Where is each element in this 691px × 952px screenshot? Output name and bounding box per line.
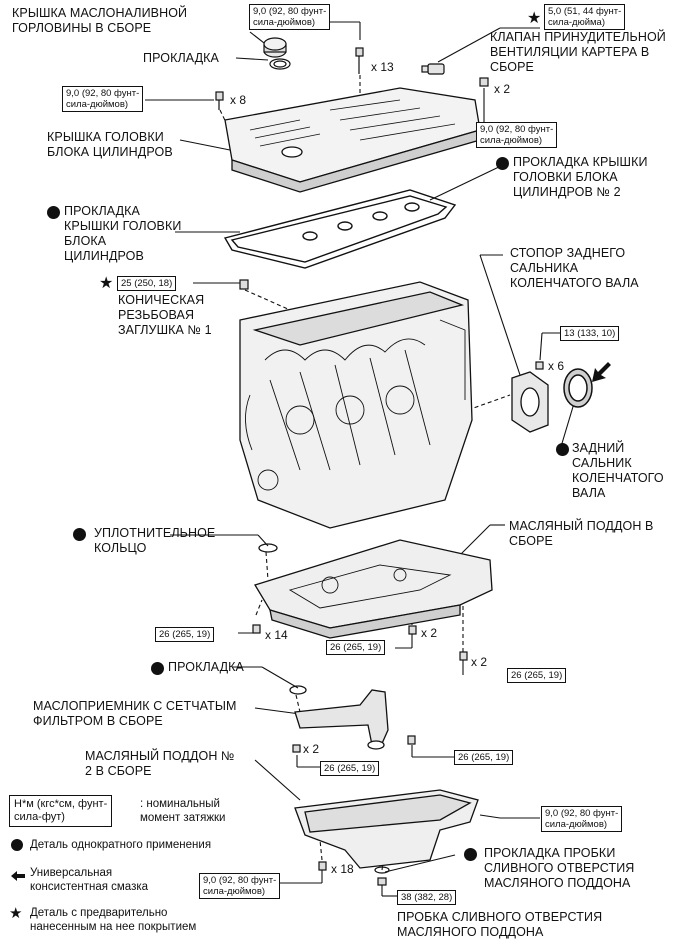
torque-plug: 25 (250, 18) — [117, 276, 177, 291]
qty-x14: x 14 — [265, 628, 288, 642]
oil-filler-cap-drawing — [263, 37, 291, 70]
non-reusable-icon — [151, 662, 164, 675]
qty-x2-mid: x 2 — [421, 626, 438, 640]
label-drain-plug-gasket: ПРОКЛАДКА ПРОБКИ СЛИВНОГО ОТВЕРСТИЯ МАСЛ… — [484, 846, 635, 890]
torque-pan2-left: 9,0 (92, 80 фунт- сила-дюймов) — [199, 873, 281, 899]
legend-torque-unit: Н*м (кгс*см, фунт- сила-фут) — [9, 795, 113, 827]
torque-strainer-bolt: 26 (265, 19) — [454, 750, 514, 765]
legend-non-reusable: Деталь однократного применения — [30, 839, 212, 851]
label-head-cover-gasket-2: ПРОКЛАДКА КРЫШКИ ГОЛОВКИ БЛОКА ЦИЛИНДРОВ… — [513, 155, 648, 199]
label-oil-pan-2: МАСЛЯНЫЙ ПОДДОН № 2 В СБОРЕ — [85, 749, 235, 778]
legend-precoated: Деталь с предварительно нанесенным на не… — [30, 907, 197, 933]
torque-drain: 38 (382, 28) — [397, 890, 457, 905]
label-rear-seal-retainer: СТОПОР ЗАДНЕГО САЛЬНИКА КОЛЕНЧАТОГО ВАЛА — [510, 246, 639, 290]
label-gasket-mid: ПРОКЛАДКА — [168, 660, 244, 674]
torque-strainer-nut: 26 (265, 19) — [320, 761, 380, 776]
torque-retainer: 13 (133, 10) — [560, 326, 620, 341]
legend-grease-icon — [11, 871, 25, 881]
o-ring-drawing — [258, 543, 278, 553]
label-strainer: МАСЛОПРИЕМНИК С СЕТЧАТЫМ ФИЛЬТРОМ В СБОР… — [33, 699, 237, 728]
engine-block-drawing — [239, 281, 473, 529]
qty-x2-pcv: x 2 — [494, 82, 511, 96]
torque-pan-right: 26 (265, 19) — [507, 668, 567, 683]
torque-pcv: 5,0 (51, 44 фунт- сила-дюйма) — [544, 4, 626, 30]
label-gasket-top: ПРОКЛАДКА — [143, 51, 219, 65]
torque-pan2-right: 9,0 (92, 80 фунт- сила-дюймов) — [541, 806, 623, 832]
legend-precoated-icon: ★ — [9, 905, 23, 922]
torque-pan-left: 26 (265, 19) — [155, 627, 215, 642]
non-reusable-icon — [496, 157, 509, 170]
label-oil-pan: МАСЛЯНЫЙ ПОДДОН В СБОРЕ — [509, 519, 654, 548]
rear-seal-retainer-drawing — [511, 371, 549, 433]
label-rear-oil-seal: ЗАДНИЙ САЛЬНИК КОЛЕНЧАТОГО ВАЛА — [572, 441, 664, 500]
torque-cover-left: 9,0 (92, 80 фунт- сила-дюймов) — [62, 86, 144, 112]
legend-torque-desc: : номинальный момент затяжки — [140, 798, 226, 824]
pcv-valve-drawing — [421, 63, 445, 75]
non-reusable-icon — [73, 528, 86, 541]
qty-x13: x 13 — [371, 60, 394, 74]
torque-pan-mid: 26 (265, 19) — [326, 640, 386, 655]
legend-non-reusable-icon — [11, 839, 23, 851]
label-o-ring: УПЛОТНИТЕЛЬНОЕ КОЛЬЦО — [94, 526, 216, 555]
qty-x8: x 8 — [230, 93, 247, 107]
label-pcv-valve: КЛАПАН ПРИНУДИТЕЛЬНОЙ ВЕНТИЛЯЦИИ КАРТЕРА… — [490, 30, 666, 74]
legend-grease: Универсальная консистентная смазка — [30, 867, 149, 893]
non-reusable-icon — [47, 206, 60, 219]
non-reusable-icon — [464, 848, 477, 861]
precoated-star-icon: ★ — [99, 275, 114, 292]
label-drain-plug: ПРОБКА СЛИВНОГО ОТВЕРСТИЯ МАСЛЯНОГО ПОДД… — [397, 910, 603, 939]
torque-cover-right: 9,0 (92, 80 фунт- сила-дюймов) — [476, 122, 558, 148]
oil-pan-2-drawing — [294, 789, 479, 869]
rear-oil-seal-drawing — [563, 368, 593, 408]
head-cover-gasket-drawing — [223, 189, 457, 269]
label-taper-plug: КОНИЧЕСКАЯ РЕЗЬБОВАЯ ЗАГЛУШКА № 1 — [118, 293, 212, 337]
qty-x2-strainer: x 2 — [303, 742, 320, 756]
label-head-cover-gasket: ПРОКЛАДКА КРЫШКИ ГОЛОВКИ БЛОКА ЦИЛИНДРОВ — [64, 204, 182, 263]
qty-x6: x 6 — [548, 359, 565, 373]
precoated-star-icon: ★ — [527, 10, 542, 27]
torque-cap-bolt: 9,0 (92, 80 фунт- сила-дюймов) — [249, 4, 331, 30]
label-oil-filler-cap: КРЫШКА МАСЛОНАЛИВНОЙ ГОРЛОВИНЫ В СБОРЕ — [12, 6, 188, 35]
grease-arrow-icon — [592, 362, 611, 382]
oil-strainer-drawing — [294, 689, 389, 750]
oil-pan-drawing — [254, 539, 493, 639]
qty-x2-right: x 2 — [471, 655, 488, 669]
qty-x18: x 18 — [331, 862, 354, 876]
label-cylinder-head-cover: КРЫШКА ГОЛОВКИ БЛОКА ЦИЛИНДРОВ — [47, 130, 173, 159]
cylinder-head-cover-drawing — [224, 87, 481, 193]
gasket-mid-drawing — [289, 685, 307, 695]
non-reusable-icon — [556, 443, 569, 456]
